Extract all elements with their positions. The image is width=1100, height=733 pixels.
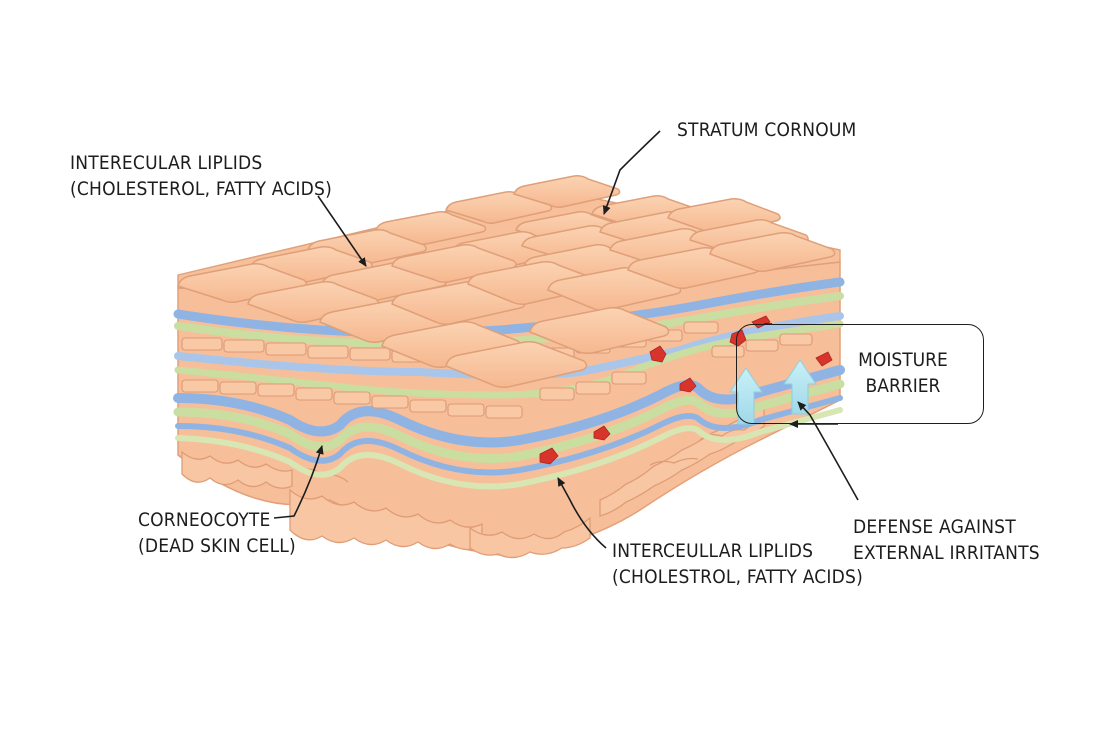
label-line: (CHOLESTROL, FATTY ACIDS)	[612, 564, 863, 590]
label-line: (CHOLESTEROL, FATTY ACIDS)	[70, 176, 332, 202]
label-line: CORNEOCOYTE	[138, 507, 296, 533]
label-line: INTERECULAR LIPLIDS	[70, 150, 332, 176]
label-line: (DEAD SKIN CELL)	[138, 533, 296, 559]
label-intercellular-lipids-bottom: INTERCEULLAR LIPLIDS (CHOLESTROL, FATTY …	[612, 538, 863, 590]
label-line: EXTERNAL IRRITANTS	[853, 540, 1040, 566]
label-intercellular-lipids-top: INTERECULAR LIPLIDS (CHOLESTEROL, FATTY …	[70, 150, 332, 202]
label-line: MOISTURE	[838, 347, 968, 373]
label-defense-irritants: DEFENSE AGAINST EXTERNAL IRRITANTS	[853, 514, 1040, 566]
label-corneocyte: CORNEOCOYTE (DEAD SKIN CELL)	[138, 507, 296, 559]
label-moisture-barrier: MOISTURE BARRIER	[838, 347, 968, 399]
label-line: DEFENSE AGAINST	[853, 514, 1040, 540]
label-stratum-corneum: STRATUM CORNOUM	[677, 117, 857, 143]
label-line: BARRIER	[838, 373, 968, 399]
label-line: INTERCEULLAR LIPLIDS	[612, 538, 863, 564]
